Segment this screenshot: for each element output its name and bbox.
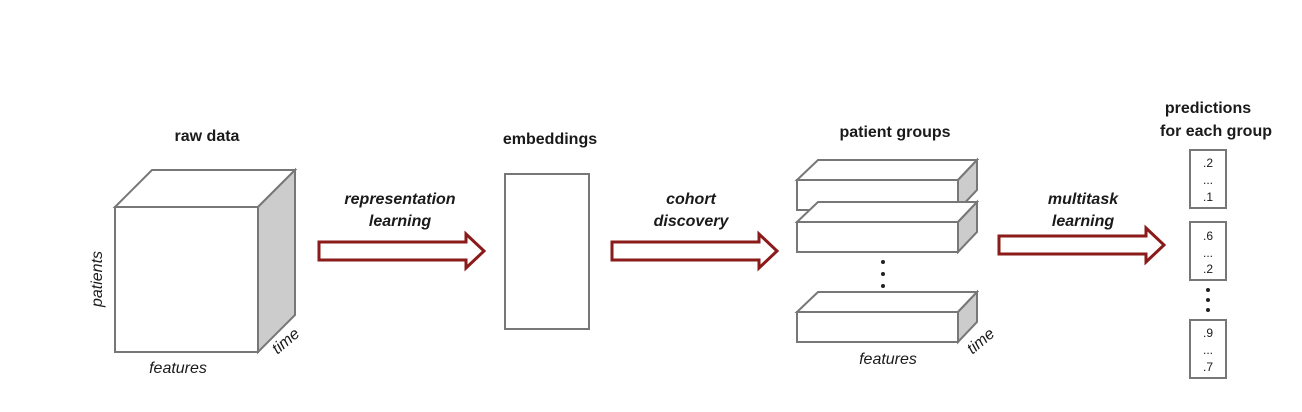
prediction-value-ellipsis: ... (1203, 246, 1213, 260)
patient-group-slab-3 (794, 289, 980, 345)
raw-data-cube (112, 167, 298, 355)
patient-group-slab-2 (794, 199, 980, 255)
step3-label-line2: learning (1052, 213, 1114, 230)
patients-axis-label: patients (89, 251, 106, 308)
ellipsis-dot (881, 272, 885, 276)
prediction-box-2: .6 ... .2 (1189, 221, 1227, 281)
predictions-title-line2: for each group (1160, 123, 1272, 140)
prediction-value-ellipsis: ... (1203, 343, 1213, 357)
prediction-value-top: .2 (1203, 156, 1213, 170)
representation-learning-arrow (317, 230, 487, 272)
features-axis-label: features (149, 360, 207, 377)
prediction-box-frame (1189, 149, 1227, 209)
slab-2-front (796, 221, 959, 253)
prediction-value-bottom: .1 (1203, 190, 1213, 204)
prediction-value-bottom: .2 (1203, 262, 1213, 276)
groups-features-label: features (859, 351, 917, 368)
prediction-box-frame (1189, 221, 1227, 281)
predictions-ellipsis (1206, 288, 1210, 312)
embeddings-title: embeddings (503, 131, 597, 148)
prediction-value-top: .9 (1203, 326, 1213, 340)
ellipsis-dot (1206, 288, 1210, 292)
multitask-learning-arrow (997, 224, 1167, 266)
prediction-value-top: .6 (1203, 229, 1213, 243)
raw-data-title: raw data (175, 128, 240, 145)
prediction-box-1: .2 ... .1 (1189, 149, 1227, 209)
slab-3-top (794, 291, 980, 313)
prediction-box-3: .9 ... .7 (1189, 319, 1227, 379)
step2-label-line2: discovery (654, 213, 730, 230)
ellipsis-dot (881, 284, 885, 288)
ellipsis-dot (881, 260, 885, 264)
ellipsis-dot (1206, 298, 1210, 302)
patient-groups-title: patient groups (839, 124, 950, 141)
prediction-value-bottom: .7 (1203, 360, 1213, 374)
prediction-box-frame (1189, 319, 1227, 379)
patient-groups-ellipsis (881, 260, 885, 288)
slab-2-top (794, 201, 980, 223)
step1-label-line1: representation (344, 191, 455, 208)
slab-1-top (794, 159, 980, 181)
step2-label-line1: cohort (666, 191, 716, 208)
ellipsis-dot (1206, 308, 1210, 312)
embeddings-box (504, 173, 590, 330)
step1-label-line2: learning (369, 213, 431, 230)
prediction-value-ellipsis: ... (1203, 173, 1213, 187)
predictions-title-line1: predictions (1165, 100, 1251, 117)
cohort-discovery-arrow (610, 230, 780, 272)
slab-3-front (796, 311, 959, 343)
cube-front-face (114, 206, 259, 353)
step3-label-line1: multitask (1048, 191, 1119, 208)
